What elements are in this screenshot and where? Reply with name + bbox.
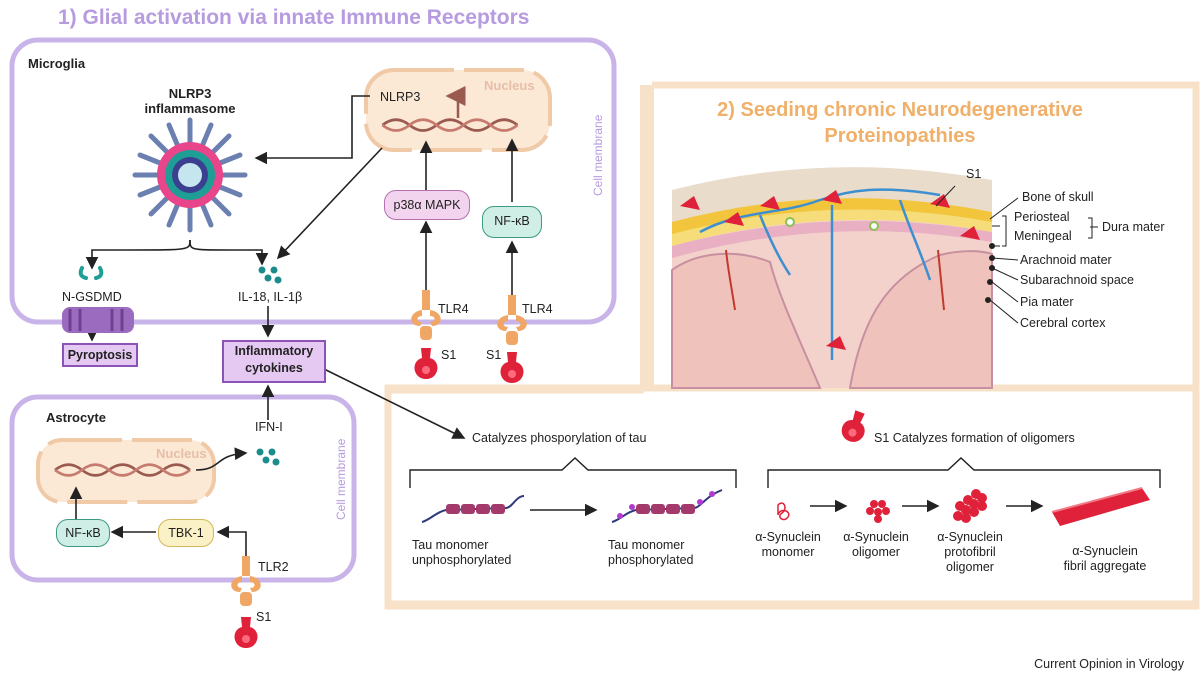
tau-heading: Catalyzes phosporylation of tau <box>472 431 647 445</box>
proto-line2: protofibril <box>944 545 996 559</box>
synuclein-heading: S1 Catalyzes formation of oligomers <box>874 431 1075 445</box>
tau-unphos-line2: unphosphorylated <box>412 553 512 567</box>
s1-right-label: S1 <box>486 348 502 362</box>
s1-spike-icon <box>500 352 524 383</box>
bone-label: Bone of skull <box>1022 190 1094 204</box>
n-gsdmd-label: N-GSDMD <box>62 290 122 304</box>
arachnoid-label: Arachnoid mater <box>1020 253 1112 267</box>
nlrp3-label: NLRP3 <box>380 90 421 104</box>
synuclein-bracket <box>767 457 1161 488</box>
tau-bracket <box>409 457 737 488</box>
tau-unphosphorylated-label: Tau monomer unphosphorylated <box>412 538 511 568</box>
oligomer-line1: α-Synuclein <box>843 530 909 544</box>
footer-credit: Current Opinion in Virology <box>1034 657 1184 671</box>
tlr2-label: TLR2 <box>258 560 289 574</box>
section2-title-line2: Proteinopathies <box>824 125 976 147</box>
fibril-line2: fibril aggregate <box>1063 559 1147 573</box>
cytokines-line2: cytokines <box>245 361 303 375</box>
cytokine-dots-icon <box>258 266 282 284</box>
tau-unphos-line1: Tau monomer <box>412 538 489 552</box>
microglia-nfkb-pill: NF-κB <box>482 206 542 238</box>
astrocyte-nucleus-label: Nucleus <box>156 446 207 461</box>
proto-line3: oligomer <box>946 560 994 574</box>
il-label: IL-18, IL-1β <box>238 290 303 304</box>
s1-spike-icon <box>234 617 258 648</box>
astrocyte-label: Astrocyte <box>46 410 106 425</box>
pyroptosis-box: Pyroptosis <box>62 343 138 367</box>
inflammasome-label-line2: inflammasome <box>144 101 236 116</box>
meninges-leaders <box>935 185 1098 324</box>
monomer-line1: α-Synuclein <box>755 530 821 544</box>
s1-spike-icon <box>414 348 438 379</box>
nlrp3-inflammasome-icon <box>132 117 248 233</box>
synuclein-protofibril-label: α-Synuclein protofibril oligomer <box>930 530 1010 575</box>
section2-frame-left <box>640 85 654 390</box>
tbk1-pill: TBK-1 <box>158 519 214 547</box>
s1-spike-icon <box>838 408 871 446</box>
astrocyte-membrane-label: Cell membrane <box>334 438 348 520</box>
s1-left-label: S1 <box>441 348 457 362</box>
dura-label: Dura mater <box>1102 220 1165 234</box>
monomer-line2: monomer <box>761 545 815 559</box>
cortex-label: Cerebral cortex <box>1020 316 1106 330</box>
tlr4-left-label: TLR4 <box>438 302 469 316</box>
gasdermin-pore-icon <box>62 307 134 333</box>
tau-phos-line1: Tau monomer <box>608 538 685 552</box>
inflammasome-label-line1: NLRP3 <box>168 86 212 101</box>
meningeal-label: Meningeal <box>1014 229 1072 243</box>
proto-line1: α-Synuclein <box>937 530 1003 544</box>
synuclein-aggregate-icon <box>777 487 1150 526</box>
periosteal-label: Periosteal <box>1014 210 1070 224</box>
inflammasome-label: NLRP3 inflammasome <box>140 86 240 116</box>
astrocyte-nfkb-pill: NF-κB <box>56 519 110 547</box>
tlr4-right-label: TLR4 <box>522 302 553 316</box>
ifn-label: IFN-I <box>255 420 283 434</box>
subarachnoid-label: Subarachnoid space <box>1020 273 1134 287</box>
cytokines-line1: Inflammatory <box>234 344 314 358</box>
n-gsdmd-icon <box>78 266 104 280</box>
synuclein-fibril-label: α-Synuclein fibril aggregate <box>1050 544 1160 574</box>
fibril-line1: α-Synuclein <box>1072 544 1138 558</box>
tau-chain-phosphorylated-icon <box>611 489 723 523</box>
meninges-illustration <box>671 150 993 389</box>
meninges-s1-label: S1 <box>966 167 982 181</box>
microglia-label: Microglia <box>28 56 86 71</box>
microglia-nucleus-label: Nucleus <box>484 78 535 93</box>
inflammatory-cytokines-box: Inflammatory cytokines <box>222 340 326 383</box>
section1-title: 1) Glial activation via innate Immune Re… <box>58 6 530 29</box>
p38-mapk-pill: p38α MAPK <box>384 190 470 220</box>
microglia-membrane-label: Cell membrane <box>591 114 605 196</box>
synuclein-oligomer-label: α-Synuclein oligomer <box>836 530 916 560</box>
synuclein-monomer-label: α-Synuclein monomer <box>748 530 828 560</box>
tau-chain-icon <box>421 495 525 523</box>
astrocyte-s1-label: S1 <box>256 610 272 624</box>
section2-title: 2) Seeding chronic Neurodegenerative Pro… <box>690 97 1110 149</box>
tau-phos-line2: phosphorylated <box>608 553 694 567</box>
section2-title-line1: 2) Seeding chronic Neurodegenerative <box>717 99 1083 121</box>
tau-phosphorylated-label: Tau monomer phosphorylated <box>608 538 693 568</box>
pia-label: Pia mater <box>1020 295 1074 309</box>
oligomer-line2: oligomer <box>852 545 900 559</box>
